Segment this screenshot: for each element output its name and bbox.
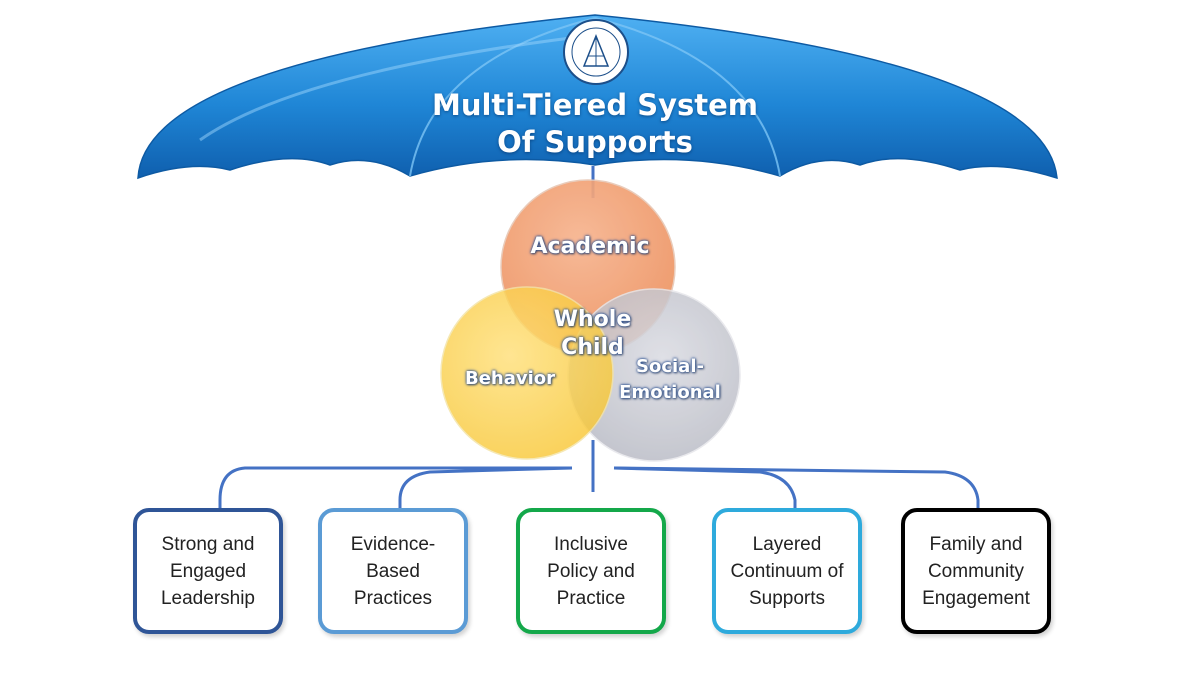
academic-label: Academic [530, 234, 650, 259]
title-line-2: Of Supports [497, 125, 693, 159]
social-emotional-label-line-2: Emotional [619, 382, 721, 403]
social-emotional-label-line-1: Social- [636, 356, 704, 377]
social-emotional-label: Social- Emotional [610, 354, 730, 406]
pillar-evidence-based-practices: Evidence-Based Practices [318, 508, 468, 634]
behavior-label: Behavior [464, 368, 556, 389]
pillar-layered-continuum: Layered Continuum of Supports [712, 508, 862, 634]
umbrella-canopy [137, 14, 1058, 180]
umbrella-rib-left [409, 17, 596, 177]
pillar-inclusive-policy: Inclusive Policy and Practice [516, 508, 666, 634]
whole-child-label-line-1: Whole [553, 307, 632, 332]
whole-child-label-line-2: Child [561, 335, 624, 360]
pillar-leadership: Strong and Engaged Leadership [133, 508, 283, 634]
district-seal-icon [563, 19, 629, 85]
circle-behavior [440, 286, 614, 460]
connector-lines [218, 440, 980, 510]
umbrella-highlight [199, 33, 596, 142]
umbrella-rib-right [594, 17, 781, 177]
title-line-1: Multi-Tiered System [431, 88, 759, 122]
pillar-family-community: Family and Community Engagement [901, 508, 1051, 634]
whole-child-label: Whole Child [540, 306, 645, 362]
